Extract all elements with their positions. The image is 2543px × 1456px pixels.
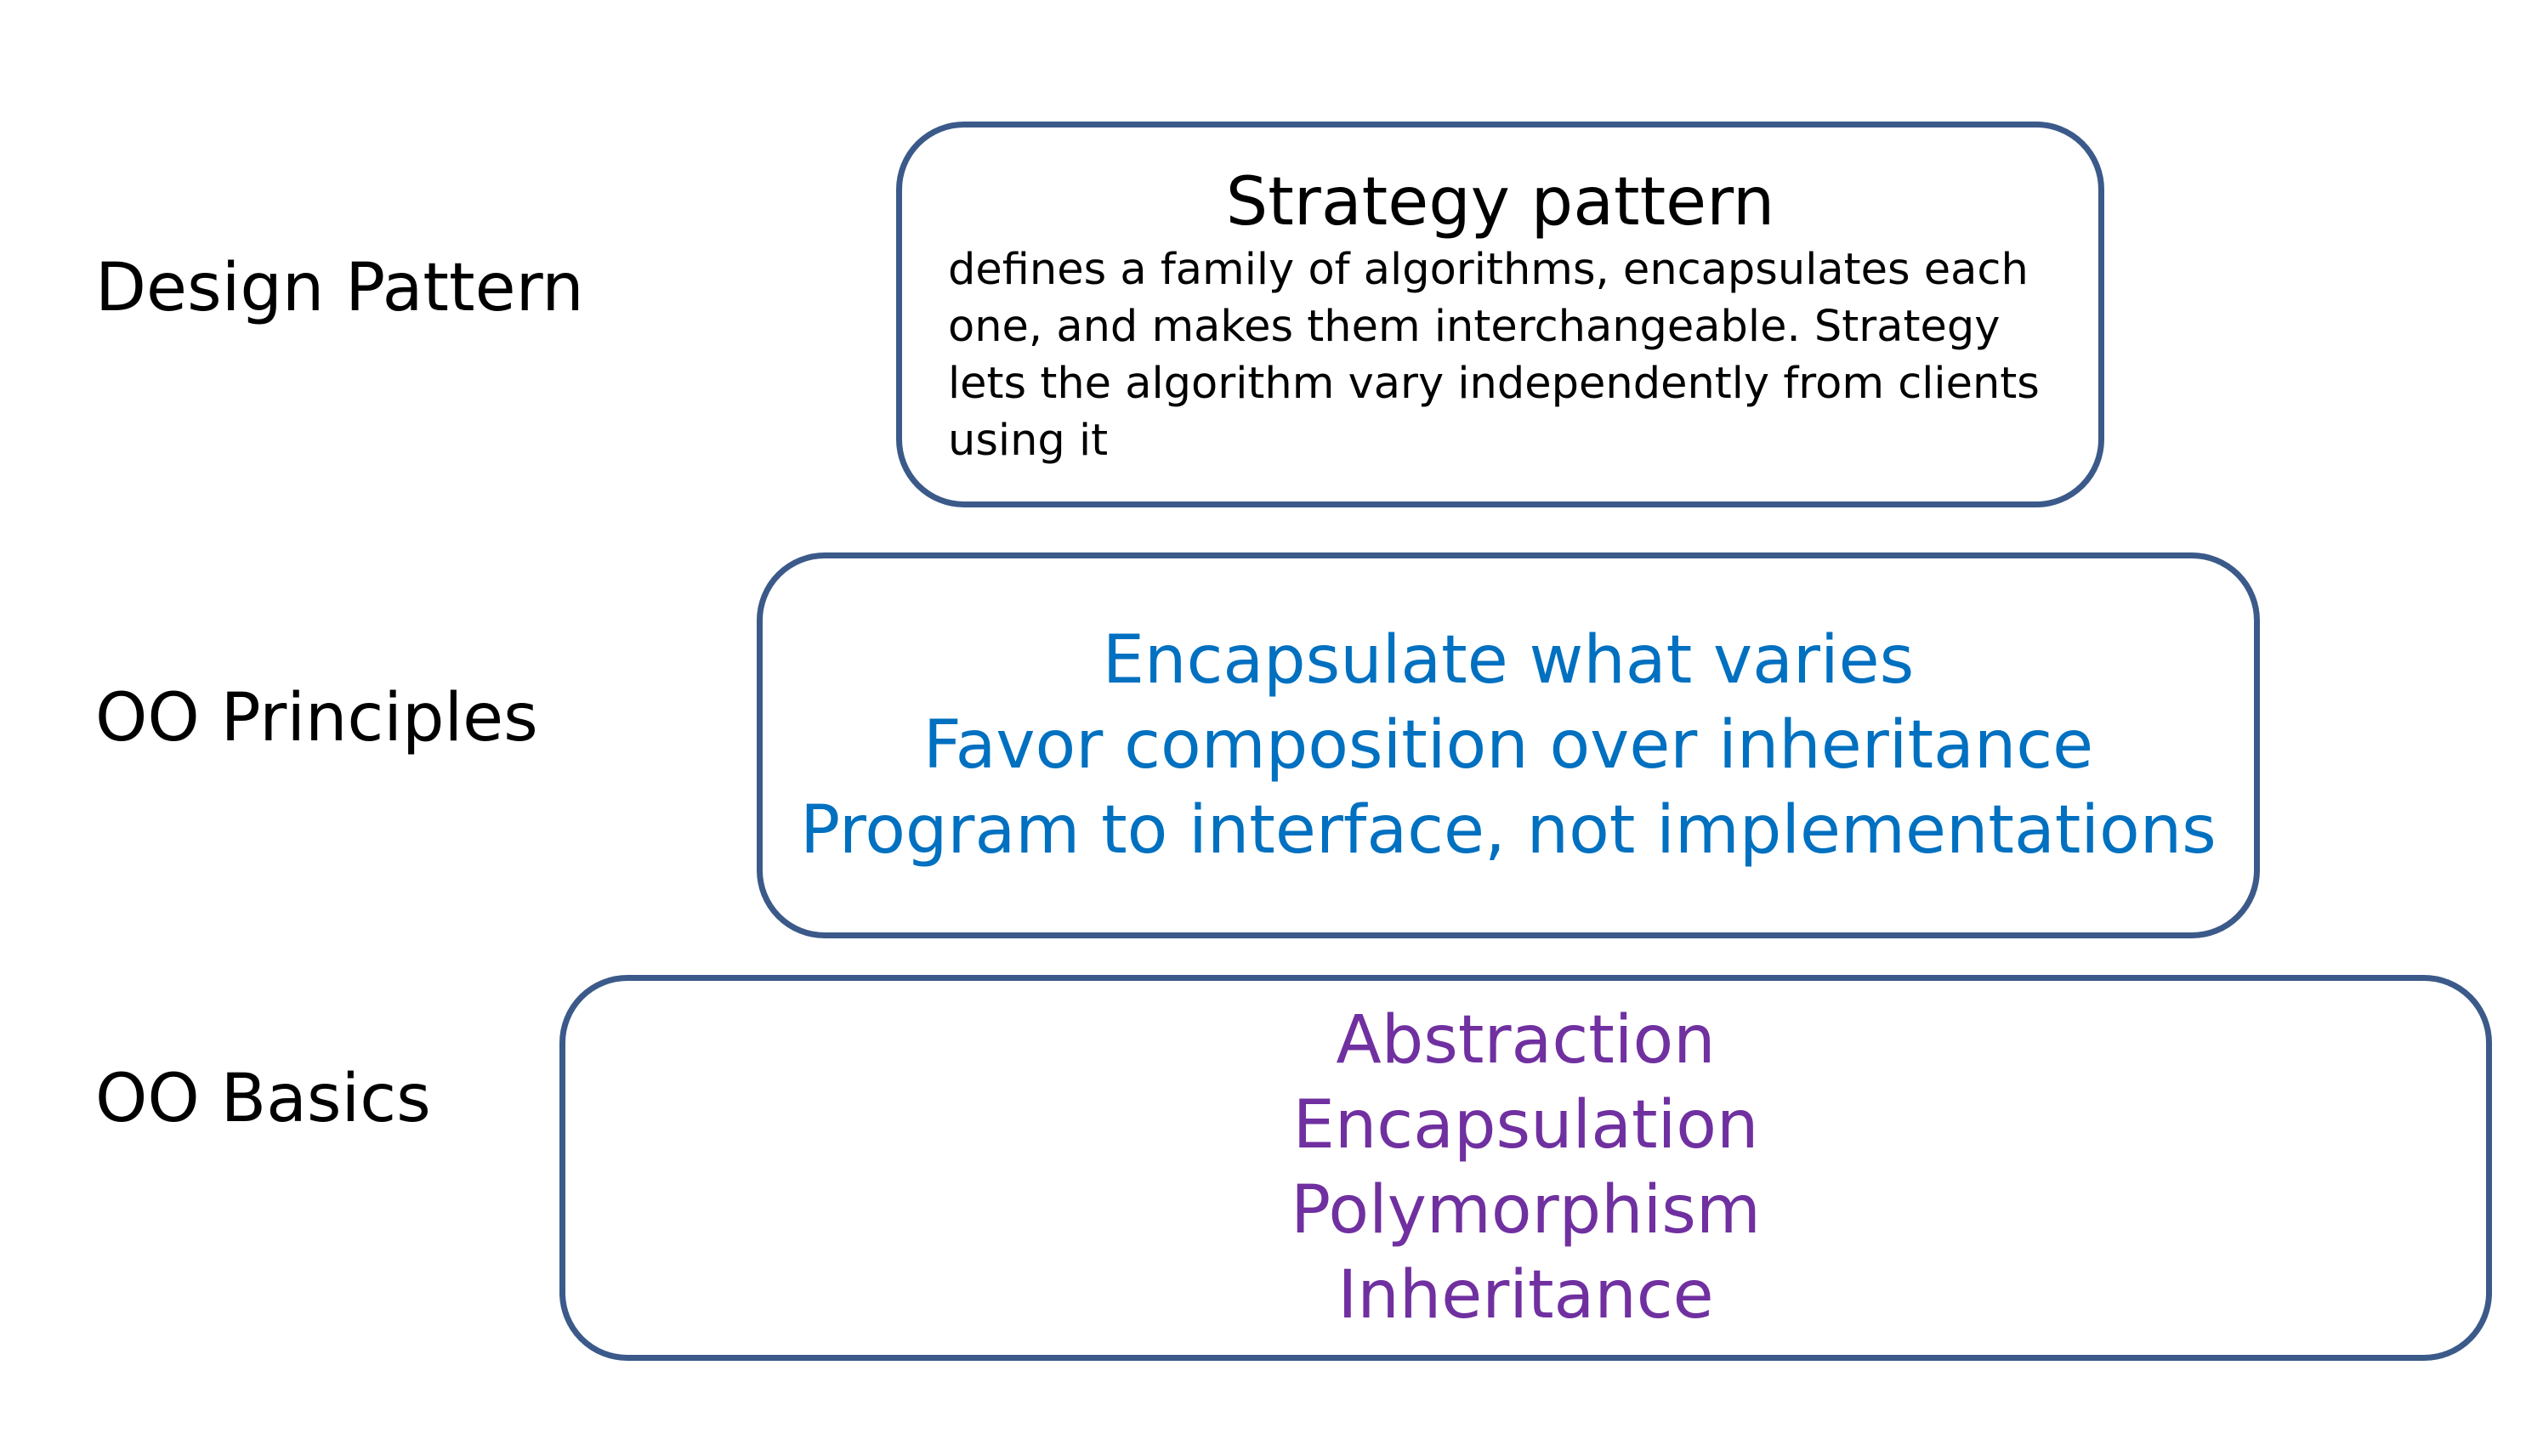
basic-polymorphism: Polymorphism	[1291, 1172, 1761, 1249]
basic-encapsulation: Encapsulation	[1292, 1087, 1759, 1164]
basic-abstraction: Abstraction	[1336, 1002, 1716, 1079]
oo-principles-box: Encapsulate what varies Favor compositio…	[757, 552, 2260, 938]
oo-basics-box: Abstraction Encapsulation Polymorphism I…	[559, 975, 2492, 1361]
pattern-title: Strategy pattern	[1225, 164, 1775, 241]
level-label-oo-basics: OO Basics	[95, 1061, 431, 1137]
level-label-oo-principles: OO Principles	[95, 680, 538, 756]
principle-composition: Favor composition over inheritance	[922, 707, 2094, 784]
level-label-design-pattern: Design Pattern	[95, 250, 584, 326]
basic-inheritance: Inheritance	[1337, 1257, 1714, 1334]
principle-encapsulate: Encapsulate what varies	[1102, 622, 1915, 699]
pattern-description: defines a family of algorithms, encapsul…	[948, 244, 2040, 466]
principle-interface: Program to interface, not implementation…	[800, 792, 2217, 869]
design-pattern-box: Strategy pattern defines a family of alg…	[896, 122, 2104, 507]
